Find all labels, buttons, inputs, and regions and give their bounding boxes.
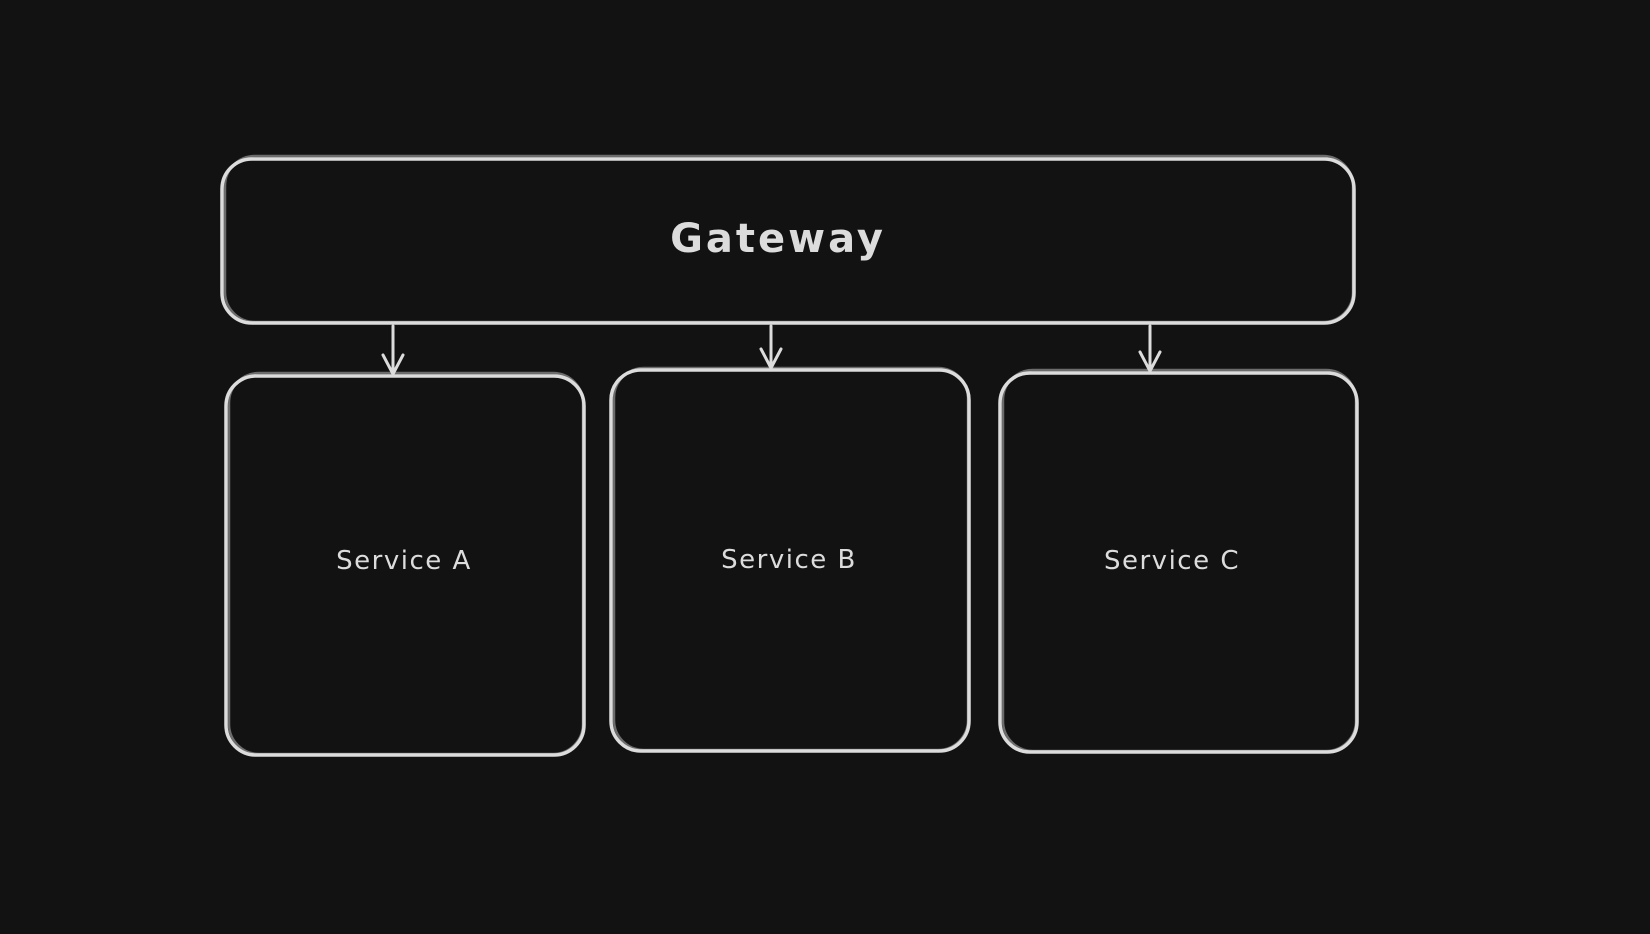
service-c-node-sketch-stroke — [1001, 368, 1358, 753]
arrow-gateway-to-service-c[interactable] — [1138, 324, 1162, 373]
gateway-node-sketch-stroke — [223, 154, 1355, 324]
gateway-node-rect[interactable] — [220, 157, 1356, 325]
service-c-node-label: Service C — [1103, 546, 1241, 576]
service-c-node-shape[interactable] — [998, 368, 1359, 754]
gateway-node-label: Gateway — [670, 216, 886, 262]
service-b-node-sketch-stroke — [612, 366, 970, 752]
service-b-node-label: Service B — [721, 545, 857, 575]
arrow-gateway-to-service-c-head-icon — [1138, 350, 1162, 373]
arrow-gateway-to-service-b[interactable] — [759, 324, 783, 370]
arrow-gateway-to-service-a[interactable] — [381, 324, 405, 376]
gateway-node-shape[interactable] — [220, 154, 1356, 325]
service-b-node-rect[interactable] — [609, 368, 971, 753]
service-a-node-rect[interactable] — [224, 374, 586, 757]
arrow-gateway-to-service-b-head-icon — [759, 347, 783, 370]
service-a-node-label: Service A — [336, 546, 472, 576]
service-a-node-sketch-stroke — [227, 371, 585, 756]
service-c-node-rect[interactable] — [998, 371, 1359, 754]
service-b-node-shape[interactable] — [609, 366, 971, 753]
arrow-gateway-to-service-a-head-icon — [381, 353, 405, 376]
service-a-node-shape[interactable] — [224, 371, 586, 757]
